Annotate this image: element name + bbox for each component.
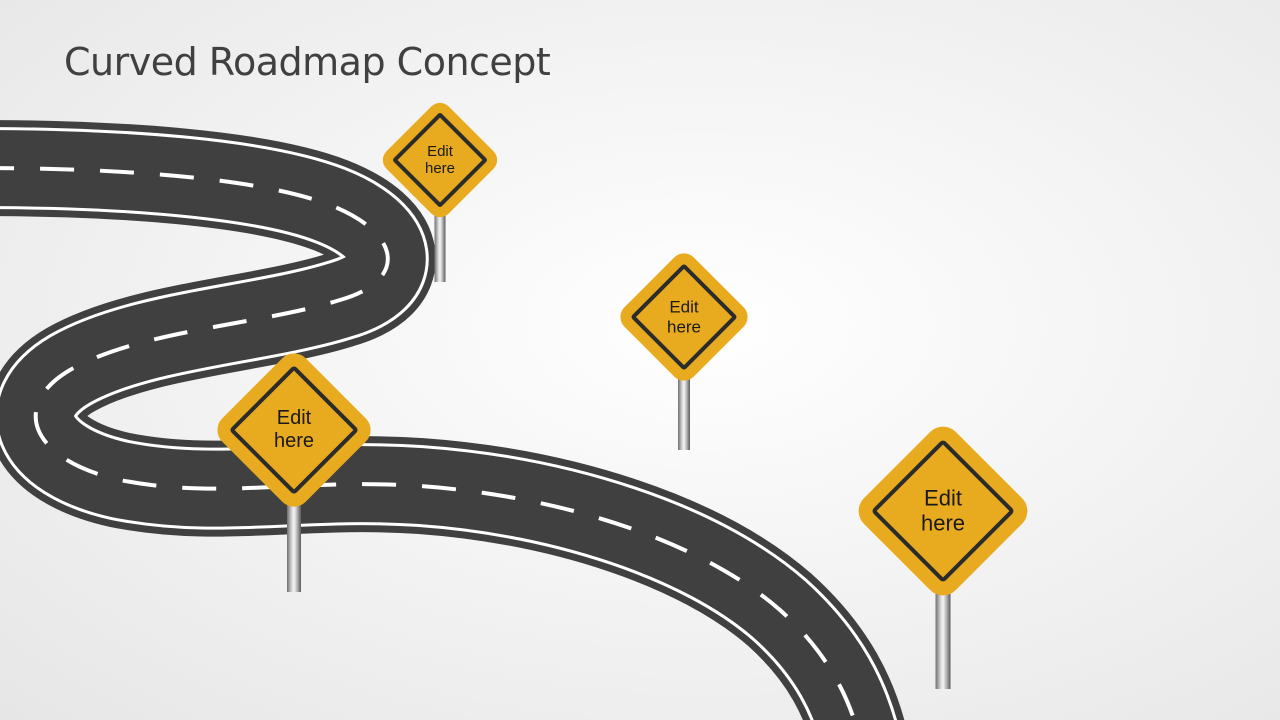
roadmap-sign-3[interactable]: Edit here [209,345,379,592]
roadmap-sign-4[interactable]: Edit here [849,417,1037,689]
sign-pole [678,368,690,450]
roadmap-sign-2[interactable]: Edit here [613,246,755,450]
sign-label-line1: Edit [276,407,312,429]
sign-label-line1: Edit [669,297,699,317]
warning-diamond-icon: Edit here [613,246,755,388]
sign-pole [434,206,446,282]
sign-label-line2: here [666,317,702,336]
roadmap-sign-1[interactable]: Edit here [376,96,504,282]
warning-diamond-icon: Edit here [849,417,1037,605]
sign-label-line2: here [273,430,315,452]
sign-pole [287,493,301,592]
sign-label-line2: here [424,160,456,177]
sign-label-line2: here [920,511,966,536]
sign-pole [935,583,951,689]
sign-label-line1: Edit [427,142,453,160]
slide-title: Curved Roadmap Concept [64,40,551,84]
sign-label-line1: Edit [924,485,962,511]
warning-diamond-icon: Edit here [209,345,379,515]
warning-diamond-icon: Edit here [376,96,504,224]
